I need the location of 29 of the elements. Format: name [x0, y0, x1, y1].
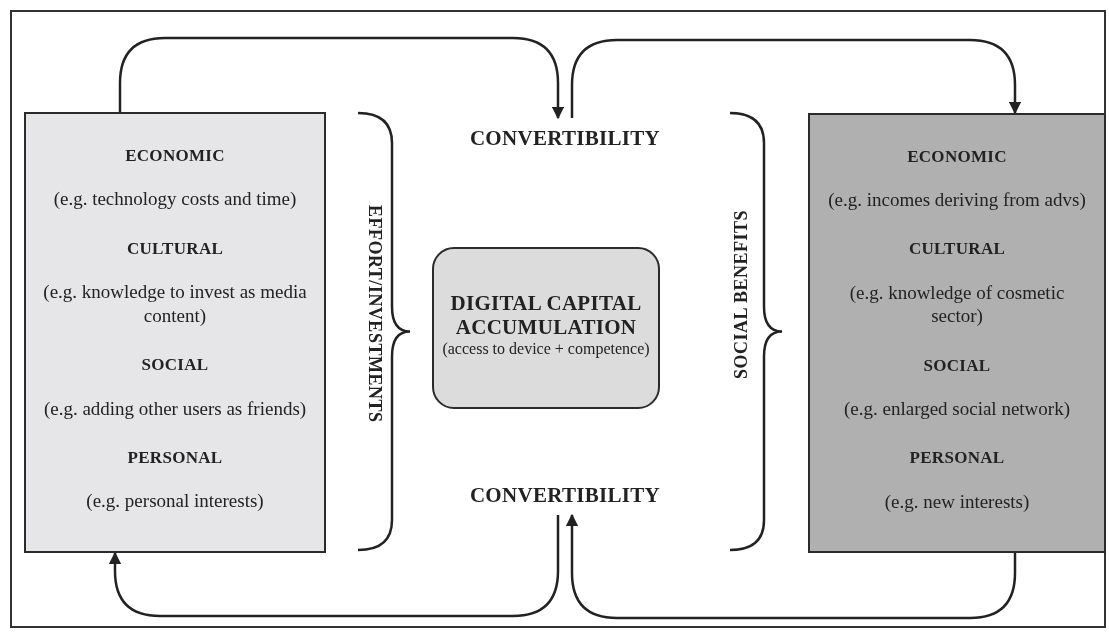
- category-heading: CULTURAL: [126, 238, 224, 259]
- curved-arrow: [565, 513, 1017, 620]
- example-text: (e.g. new interests): [884, 489, 1030, 514]
- curved-arrow: [570, 38, 1022, 118]
- vertical-label: EFFORT/INVESTMENTS: [364, 205, 385, 423]
- category-heading: CULTURAL: [908, 239, 1006, 259]
- example-text: (e.g. knowledge to invest as media content): [42, 279, 308, 328]
- example-text: (e.g. technology costs and time): [53, 187, 297, 211]
- capital-panel: [24, 112, 326, 553]
- rounded-box: [432, 247, 660, 409]
- example-text: (e.g. personal interests): [86, 489, 264, 514]
- category-heading: ECONOMIC: [907, 146, 1007, 167]
- category-heading: PERSONAL: [127, 448, 223, 468]
- example-text: (e.g. adding other users as friends): [43, 396, 307, 421]
- category-heading: ECONOMIC: [125, 145, 225, 166]
- category-heading: SOCIAL: [141, 355, 209, 375]
- curved-arrow: [118, 36, 565, 120]
- example-text: (e.g. knowledge of cosmetic sector): [848, 280, 1066, 329]
- category-heading: SOCIAL: [923, 355, 991, 376]
- convertibility-text: CONVERTIBILITY: [469, 482, 661, 508]
- example-text: (e.g. incomes deriving from advs): [828, 187, 1086, 212]
- vertical-label: SOCIAL BENEFITS: [731, 210, 752, 380]
- curved-arrow: [108, 515, 560, 618]
- category-heading: PERSONAL: [909, 448, 1005, 468]
- capital-panel: [808, 113, 1106, 553]
- example-text: (e.g. enlarged social network): [844, 396, 1070, 421]
- center-subtext: (access to device + competence): [442, 339, 650, 360]
- convertibility-text: CONVERTIBILITY: [469, 125, 661, 151]
- center-heading: DIGITAL CAPITAL ACCUMULATION: [449, 290, 643, 340]
